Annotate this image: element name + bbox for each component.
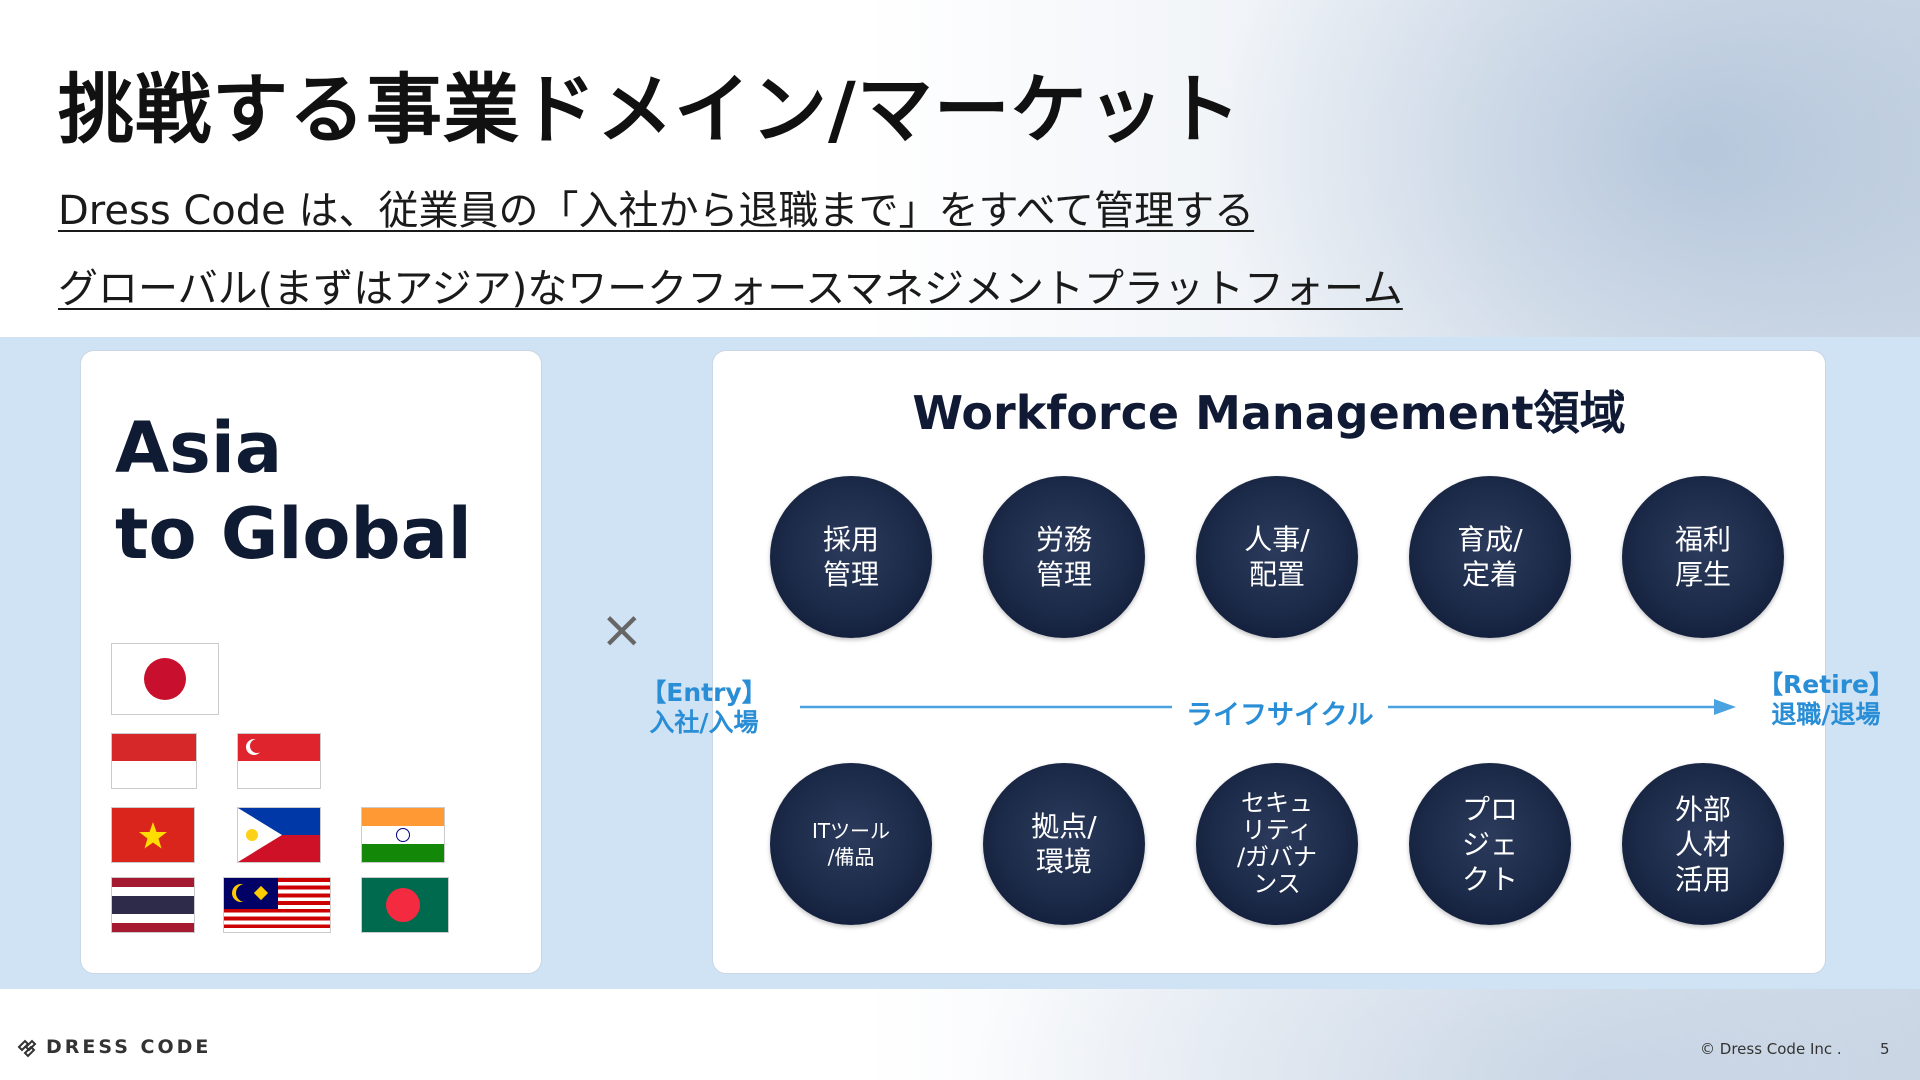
workforce-management-title: Workforce Management領域 [713, 377, 1825, 443]
domain-label: 人事/ 配置 [1244, 522, 1309, 592]
retire-tag: 【Retire】 [1756, 670, 1896, 700]
domain-office-environment: 拠点/ 環境 [983, 763, 1145, 925]
domain-project: プロ ジェ クト [1409, 763, 1571, 925]
domain-recruitment: 採用 管理 [770, 476, 932, 638]
entry-label: 入社/入場 [638, 708, 770, 738]
domain-it-tools: ITツール /備品 [770, 763, 932, 925]
india-flag [361, 807, 445, 863]
slide-subtitle-line2: グローバル(まずはアジア)なワークフォースマネジメントプラットフォーム [58, 256, 1403, 314]
vietnam-flag [111, 807, 195, 863]
philippines-flag [237, 807, 321, 863]
domain-welfare: 福利 厚生 [1622, 476, 1784, 638]
domain-label: 労務 管理 [1036, 522, 1092, 592]
retire-label: 退職/退場 [1756, 700, 1896, 730]
lifecycle-retire: 【Retire】 退職/退場 [1756, 670, 1896, 730]
slide-subtitle-line1: Dress Code は、従業員の「入社から退職まで」をすべて管理する [58, 178, 1254, 236]
domain-label: 外部 人材 活用 [1675, 792, 1731, 897]
domain-external-talent: 外部 人材 活用 [1622, 763, 1784, 925]
domain-training-retention: 育成/ 定着 [1409, 476, 1571, 638]
domain-label: 育成/ 定着 [1457, 522, 1522, 592]
domain-label: ITツール /備品 [812, 818, 890, 870]
asia-to-global-heading: Asia to Global [115, 405, 472, 577]
thailand-flag [111, 877, 195, 933]
domain-label: 拠点/ 環境 [1031, 809, 1096, 879]
dress-code-logo: DRESS CODE [16, 1036, 211, 1058]
malaysia-flag [223, 877, 331, 933]
dress-code-logo-icon [16, 1036, 38, 1058]
lifecycle-entry: 【Entry】 入社/入場 [638, 678, 770, 738]
domain-labor-management: 労務 管理 [983, 476, 1145, 638]
entry-tag: 【Entry】 [638, 678, 770, 708]
domain-hr-placement: 人事/ 配置 [1196, 476, 1358, 638]
lifecycle-label: ライフサイクル [1172, 693, 1388, 732]
logo-text: DRESS CODE [46, 1036, 211, 1058]
heading-line1: Asia [115, 405, 472, 491]
copyright: © Dress Code Inc . [1700, 1040, 1842, 1058]
domain-label: プロ ジェ クト [1462, 792, 1518, 897]
domain-security-governance: セキュ リティ /ガバナ ンス [1196, 763, 1358, 925]
domain-label: 採用 管理 [823, 522, 879, 592]
asia-to-global-card: Asia to Global [80, 350, 542, 974]
heading-line2: to Global [115, 491, 472, 577]
page-number: 5 [1880, 1040, 1890, 1058]
domain-label: セキュ リティ /ガバナ ンス [1237, 790, 1317, 898]
japan-flag [111, 643, 219, 715]
multiply-symbol: × [600, 600, 644, 660]
domain-label: 福利 厚生 [1675, 522, 1731, 592]
singapore-flag [237, 733, 321, 789]
bangladesh-flag [361, 877, 449, 933]
indonesia-flag [111, 733, 197, 789]
slide-title: 挑戦する事業ドメイン/マーケット [58, 48, 1242, 158]
